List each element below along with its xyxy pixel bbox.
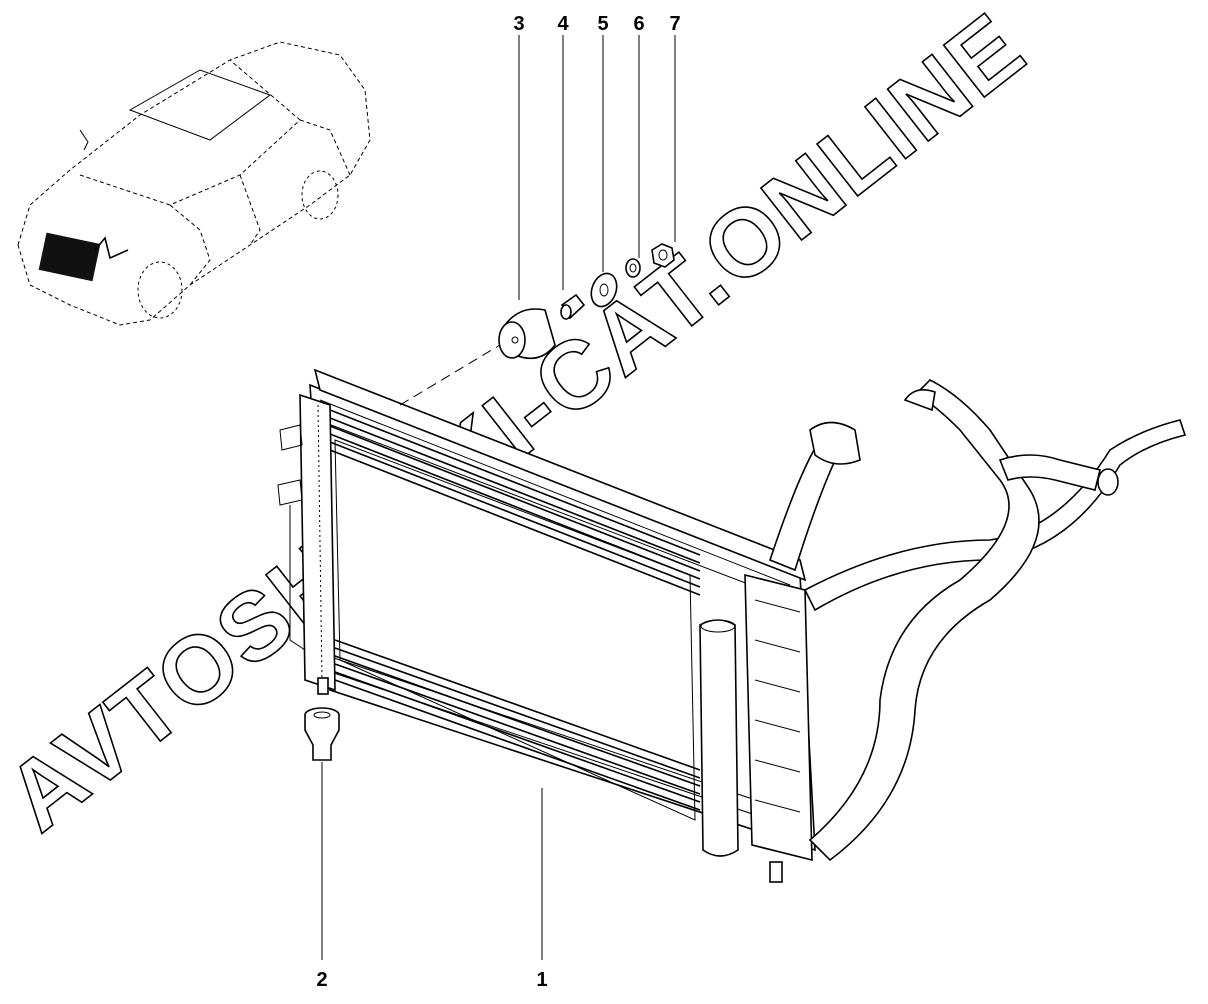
callout-2: 2 <box>316 969 327 991</box>
leader-lines <box>321 35 676 960</box>
radiator-fins-top <box>329 409 701 596</box>
callout-4: 4 <box>557 13 569 35</box>
callout-1: 1 <box>536 969 547 991</box>
part-3-cushion <box>498 308 556 360</box>
callout-3: 3 <box>513 13 524 35</box>
car-locator-illustration <box>17 41 371 326</box>
callout-6: 6 <box>633 13 644 35</box>
part-5-washer <box>590 272 618 308</box>
part-7-nut <box>651 243 675 268</box>
callout-7: 7 <box>669 13 680 35</box>
callout-5: 5 <box>597 13 608 35</box>
car-radiator-highlight <box>38 232 101 282</box>
part-6-spring-washer <box>625 258 641 278</box>
part-4-sleeve <box>560 293 586 320</box>
part-2-bushing <box>304 707 340 761</box>
radiator-fins-bottom <box>334 639 701 811</box>
coolant-hoses <box>769 379 1187 862</box>
radiator-assembly <box>277 344 816 883</box>
